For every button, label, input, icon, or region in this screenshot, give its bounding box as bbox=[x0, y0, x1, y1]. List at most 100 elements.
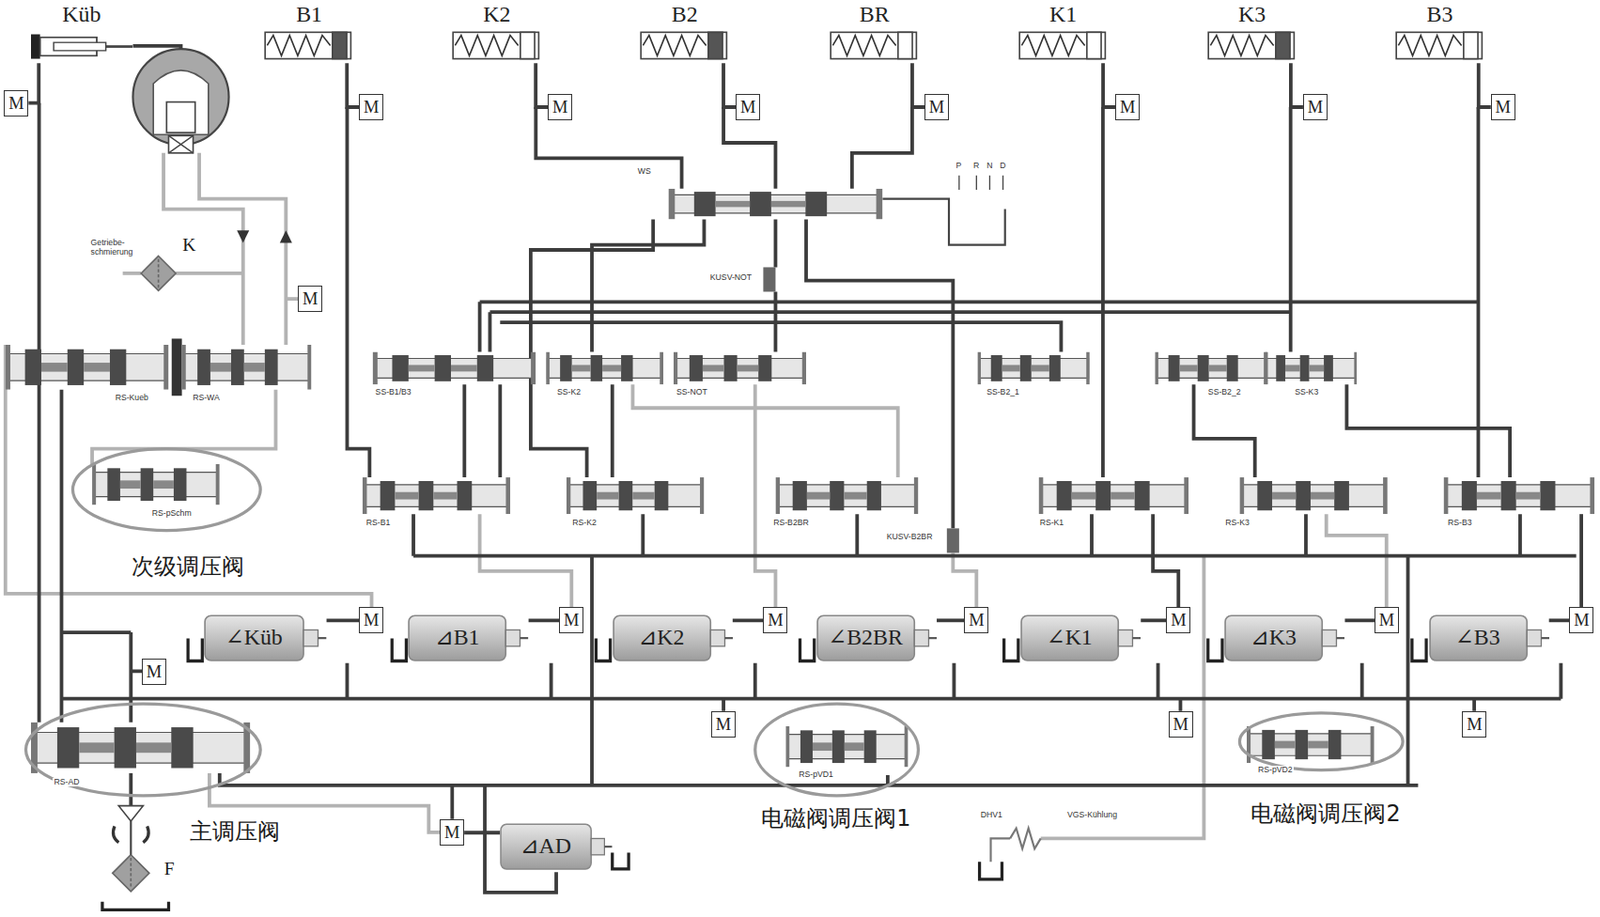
callout-ellipse bbox=[72, 449, 261, 531]
spool-valve bbox=[566, 477, 705, 514]
cylinder-symbol bbox=[105, 46, 133, 49]
low-pressure-line bbox=[199, 153, 286, 345]
pressure-line bbox=[480, 301, 1479, 352]
cylinder-symbol bbox=[1398, 35, 1461, 57]
solenoid-symbol bbox=[1322, 629, 1337, 646]
spool-valve bbox=[1239, 477, 1387, 514]
clutch-name: K2 bbox=[481, 3, 513, 27]
solenoid-label: ∠B3 bbox=[1455, 626, 1501, 650]
gauge-letter: M bbox=[1495, 98, 1511, 116]
tank-symbol bbox=[187, 638, 202, 662]
solenoid-valve: ⊿K2 bbox=[612, 612, 733, 664]
solenoid-symbol bbox=[204, 615, 304, 661]
pressure-line bbox=[346, 62, 359, 108]
filter-symbol bbox=[112, 854, 150, 892]
gauge-port-box: M bbox=[358, 93, 384, 121]
gauge-port-box: M bbox=[963, 606, 989, 634]
part-label: RS-B3 bbox=[1446, 518, 1474, 529]
gauge-port-box: M bbox=[1374, 606, 1399, 634]
part-label: RS-B1 bbox=[365, 518, 392, 529]
solenoid-valve: ∠B3 bbox=[1429, 612, 1550, 664]
solenoid-symbol bbox=[520, 636, 529, 639]
pressure-line bbox=[39, 46, 1583, 893]
part-label: KUSV-B2BR bbox=[885, 532, 934, 543]
solenoid-valve: ⊿AD bbox=[499, 821, 612, 872]
pressure-line bbox=[464, 384, 612, 478]
spool-valve bbox=[673, 352, 807, 386]
clutch-cylinder: BR bbox=[828, 1, 921, 63]
pressure-relief-valve bbox=[991, 838, 1011, 862]
part-label: RS-pSchm bbox=[151, 509, 193, 519]
part-label: Getriebe- schmierung bbox=[90, 238, 145, 257]
pressure-line bbox=[732, 618, 764, 622]
spool-valve bbox=[5, 344, 170, 390]
selector-detent bbox=[882, 199, 1005, 246]
pressure-line bbox=[1549, 618, 1570, 622]
callout-ellipse bbox=[25, 703, 261, 796]
part-label: R bbox=[972, 161, 980, 171]
solenoid-symbol bbox=[710, 629, 725, 646]
pressure-line bbox=[413, 513, 1521, 557]
solenoid-valve: ⊿K3 bbox=[1224, 612, 1345, 664]
cylinder-symbol bbox=[264, 32, 351, 60]
part-label: RS-pVD2 bbox=[1257, 765, 1294, 776]
solenoid-valve: ∠Küb bbox=[203, 612, 327, 664]
valve-caption: 电磁阀调压阀2 bbox=[1249, 801, 1401, 826]
torque-converter bbox=[132, 48, 229, 145]
gauge-letter: M bbox=[1119, 98, 1135, 116]
valve-caption: 次级调压阀 bbox=[130, 554, 246, 579]
part-label: RS-Kueb bbox=[114, 393, 150, 404]
cylinder-symbol bbox=[452, 32, 539, 60]
spool-valve bbox=[545, 352, 664, 386]
part-label: RS-WA bbox=[191, 393, 221, 404]
flow-arrow bbox=[236, 230, 249, 243]
gauge-port-box: M bbox=[547, 93, 573, 121]
spool-valve bbox=[775, 477, 918, 514]
valve-caption: 主调压阀 bbox=[188, 819, 281, 844]
part-label: RS-pVD1 bbox=[797, 770, 835, 780]
spool-valve bbox=[1265, 352, 1358, 386]
tank-symbol bbox=[1412, 638, 1427, 662]
cylinder-symbol bbox=[1206, 28, 1299, 63]
solenoid-symbol bbox=[506, 629, 521, 646]
cylinder-symbol bbox=[1017, 28, 1110, 63]
cylinder-symbol bbox=[832, 35, 896, 57]
solenoid-symbol bbox=[928, 636, 937, 639]
gauge-letter: M bbox=[929, 98, 945, 116]
cylinder-symbol bbox=[450, 28, 544, 63]
part-label: WS bbox=[636, 167, 653, 177]
part-label: F bbox=[163, 858, 176, 880]
pressure-relief-valve bbox=[1009, 828, 1041, 850]
filter-symbol bbox=[112, 825, 149, 842]
flow-arrow bbox=[236, 230, 293, 243]
pressure-line bbox=[450, 785, 454, 820]
gauge-port-box: M bbox=[1491, 93, 1516, 121]
gauge-letter: M bbox=[552, 98, 568, 116]
callout-ellipse bbox=[25, 449, 1403, 796]
selector-detent bbox=[882, 175, 1005, 246]
gauge-port-box: M bbox=[711, 711, 736, 738]
clutch-cylinder: K1 bbox=[1017, 1, 1110, 63]
solenoid-symbol bbox=[1133, 636, 1142, 639]
part-label: K bbox=[181, 234, 197, 256]
cylinder-symbol bbox=[830, 32, 917, 60]
gauge-letter: M bbox=[302, 290, 318, 308]
gauge-letter: M bbox=[8, 93, 24, 111]
spool-valve bbox=[171, 338, 183, 396]
part-label: SS-B2_2 bbox=[1207, 388, 1243, 398]
cylinder-symbol bbox=[520, 32, 535, 60]
solenoid-symbol bbox=[1540, 636, 1550, 639]
cylinder-symbol bbox=[638, 28, 731, 63]
torque-converter bbox=[153, 70, 209, 135]
gauge-letter: M bbox=[1466, 715, 1482, 733]
spool-valve bbox=[182, 344, 312, 390]
clutch-name: K3 bbox=[1236, 3, 1268, 27]
cylinder-symbol bbox=[1019, 32, 1105, 60]
filter-symbol bbox=[129, 857, 132, 889]
gauge-port-box: M bbox=[1303, 93, 1328, 121]
pressure-line bbox=[723, 62, 736, 108]
pressure-line bbox=[61, 697, 1561, 701]
solenoid-symbol bbox=[1225, 615, 1322, 661]
